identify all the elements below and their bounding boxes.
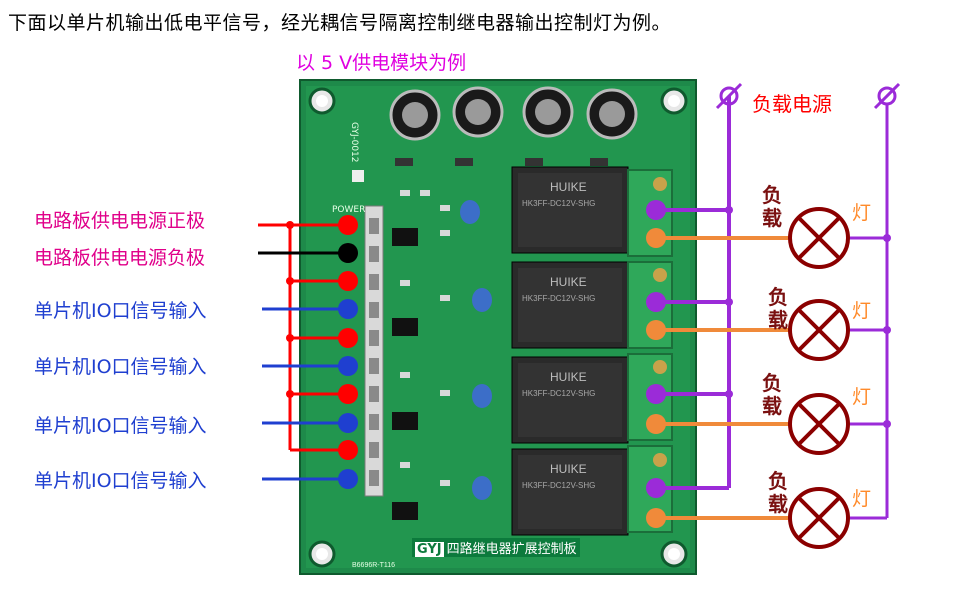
input-label-vcc: 电路板供电电源正极 [34, 210, 206, 232]
smd-parts [400, 190, 450, 486]
relay-4-model: HK3FF-DC12V-SHG [522, 481, 595, 490]
capacitors [389, 86, 638, 166]
ceramic-caps [460, 200, 492, 500]
black-node [338, 243, 358, 263]
load-label-2: 负载 [768, 285, 788, 332]
input-label-gnd: 电路板供电电源负极 [34, 247, 206, 269]
power-silkscreen: POWER [332, 205, 365, 215]
relays [511, 166, 629, 536]
blue-nodes [338, 299, 358, 489]
relay-1-model: HK3FF-DC12V-SHG [522, 199, 595, 208]
power-terminal-symbols [715, 82, 901, 110]
input-label-io3: 单片机IO口信号输入 [34, 415, 207, 437]
input-label-io1: 单片机IO口信号输入 [34, 300, 207, 322]
blue-wires [262, 307, 348, 481]
lamp-label-3: 灯 [852, 386, 872, 408]
page-title: 下面以单片机输出低电平信号，经光耦信号隔离控制继电器输出控制灯为例。 [8, 12, 672, 34]
orange-wires [656, 236, 790, 520]
input-label-io2: 单片机IO口信号输入 [34, 356, 207, 378]
return-bus [848, 104, 889, 520]
board-name: 四路继电器扩展控制板 [446, 542, 577, 557]
board-model-text: GYJ-0012 [349, 122, 359, 163]
lamp-label-4: 灯 [852, 488, 872, 510]
relay-3-brand: HUIKE [550, 370, 587, 384]
relay-2-brand: HUIKE [550, 275, 587, 289]
mounting-hole-bl-center [316, 548, 328, 560]
input-label-io4: 单片机IO口信号输入 [34, 470, 207, 492]
board-code: B6696R-T116 [352, 562, 395, 569]
lamp-label-1: 灯 [852, 202, 872, 224]
board-logo: GYJ [415, 542, 444, 557]
optocouplers [392, 228, 418, 520]
lamp-label-2: 灯 [852, 300, 872, 322]
mounting-hole-br-center [668, 548, 680, 560]
relay-1-brand: HUIKE [550, 180, 587, 194]
red-nodes [286, 215, 358, 460]
purple-nodes [646, 200, 733, 498]
orange-nodes [646, 228, 666, 528]
load-label-1: 负载 [762, 183, 782, 230]
subtitle: 以 5 V供电模块为例 [296, 52, 467, 74]
load-power-label: 负载电源 [752, 92, 832, 116]
mounting-hole-tr-center [668, 95, 680, 107]
relay-3-model: HK3FF-DC12V-SHG [522, 389, 595, 398]
mounting-hole-tl-center [316, 95, 328, 107]
load-label-4: 负载 [768, 469, 788, 516]
load-label-3: 负载 [762, 371, 782, 418]
lamp-crosses [797, 216, 841, 540]
lamp-icons [788, 207, 850, 549]
relay-2-model: HK3FF-DC12V-SHG [522, 294, 595, 303]
relay-4-brand: HUIKE [550, 462, 587, 476]
